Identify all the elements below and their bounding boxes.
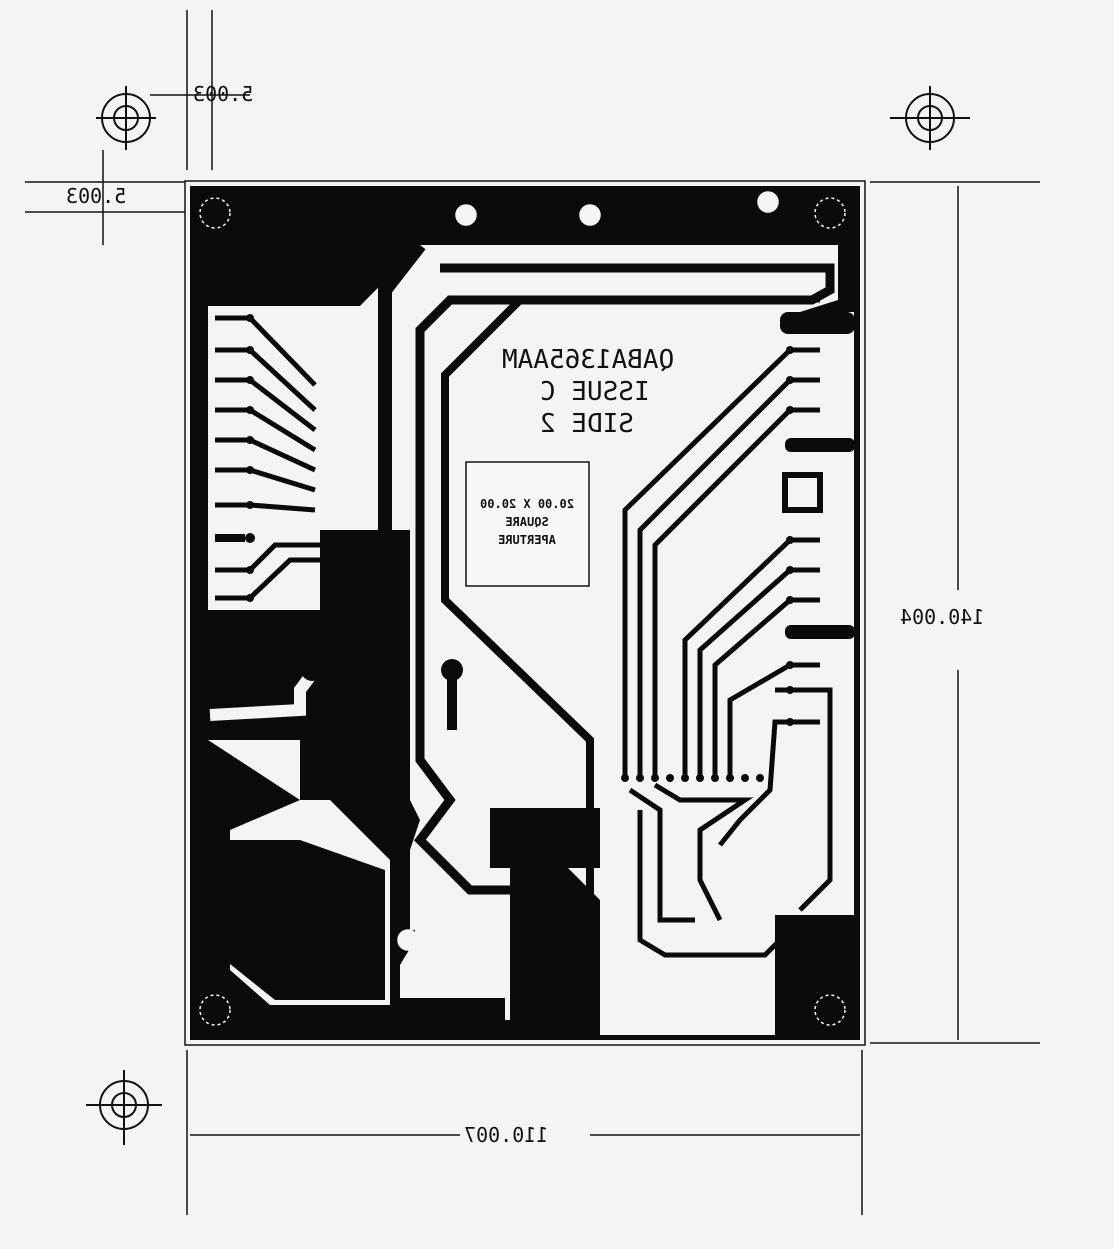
aperture-note-line3: APERTURE bbox=[498, 533, 556, 547]
aperture-box bbox=[465, 461, 590, 587]
mounting-holes bbox=[199, 191, 846, 1026]
traces bbox=[209, 240, 835, 1020]
side-label: SIDE 2 bbox=[540, 409, 634, 439]
copper-layer bbox=[190, 186, 860, 1040]
registration-mark-bottom-left bbox=[86, 1070, 162, 1145]
part-number: QABA1365AAM bbox=[502, 345, 674, 375]
top-offset-dimension: 5.003 bbox=[193, 82, 253, 106]
dimension-lines bbox=[25, 10, 1040, 1215]
pads bbox=[245, 314, 823, 782]
registration-mark-top-right bbox=[890, 86, 970, 150]
height-dimension: 140.004 bbox=[900, 605, 984, 629]
board-outline bbox=[184, 180, 866, 1046]
board-label: QABA1365AAM ISSUE C SIDE 2 bbox=[502, 345, 674, 439]
aperture-note: 20.00 X 20.00 SQUARE APERTURE bbox=[480, 497, 574, 547]
left-offset-dimension: 5.003 bbox=[66, 184, 126, 208]
width-dimension: 110.007 bbox=[464, 1123, 548, 1147]
registration-mark-top-left bbox=[96, 86, 156, 150]
issue-label: ISSUE C bbox=[540, 377, 650, 407]
aperture-note-line2: SQUARE bbox=[505, 515, 548, 529]
aperture-note-line1: 20.00 X 20.00 bbox=[480, 497, 574, 511]
